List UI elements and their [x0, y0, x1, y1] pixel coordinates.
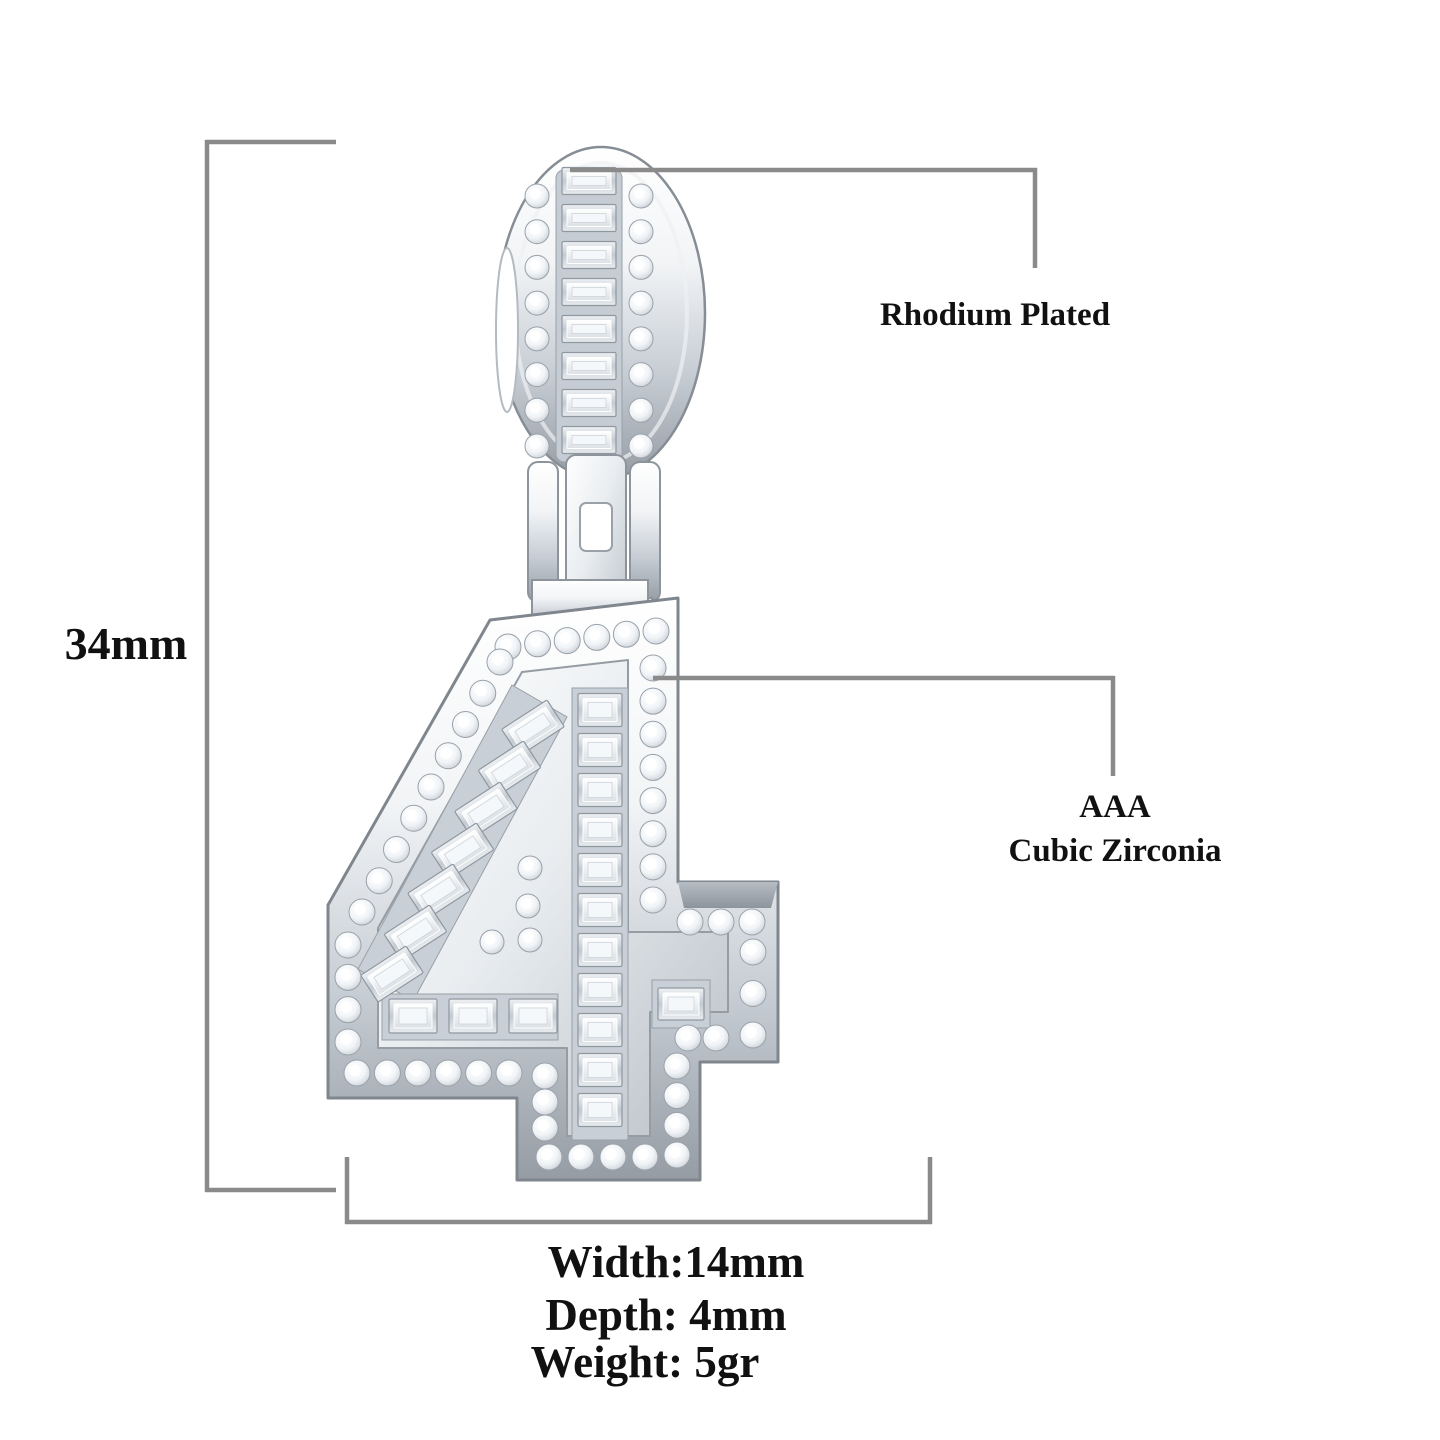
height-label: 34mm: [64, 618, 188, 669]
bail-opening: [495, 247, 519, 413]
plating-label: Rhodium Plated: [879, 297, 1111, 333]
plating-callout-line: [570, 167, 1038, 268]
width-label: Width:14mm: [547, 1237, 805, 1287]
annotation-lines: [204, 139, 1116, 1225]
stone-label: AAA Cubic Zirconia: [965, 786, 1265, 873]
hinge-window: [579, 502, 613, 552]
pendant-illustration: [326, 145, 780, 1182]
stone-callout-line: [653, 675, 1116, 776]
stone-grade-label: AAA: [1079, 789, 1151, 825]
width-dimension-line: [344, 1157, 933, 1225]
stone-type-label: Cubic Zirconia: [1008, 832, 1222, 869]
weight-label: Weight: 5gr: [530, 1337, 760, 1387]
height-dimension-line: [204, 139, 336, 1193]
pendant-numeral-4: [326, 579, 780, 1182]
depth-label: Depth: 4mm: [545, 1290, 787, 1340]
pendant-bail: [495, 145, 707, 481]
